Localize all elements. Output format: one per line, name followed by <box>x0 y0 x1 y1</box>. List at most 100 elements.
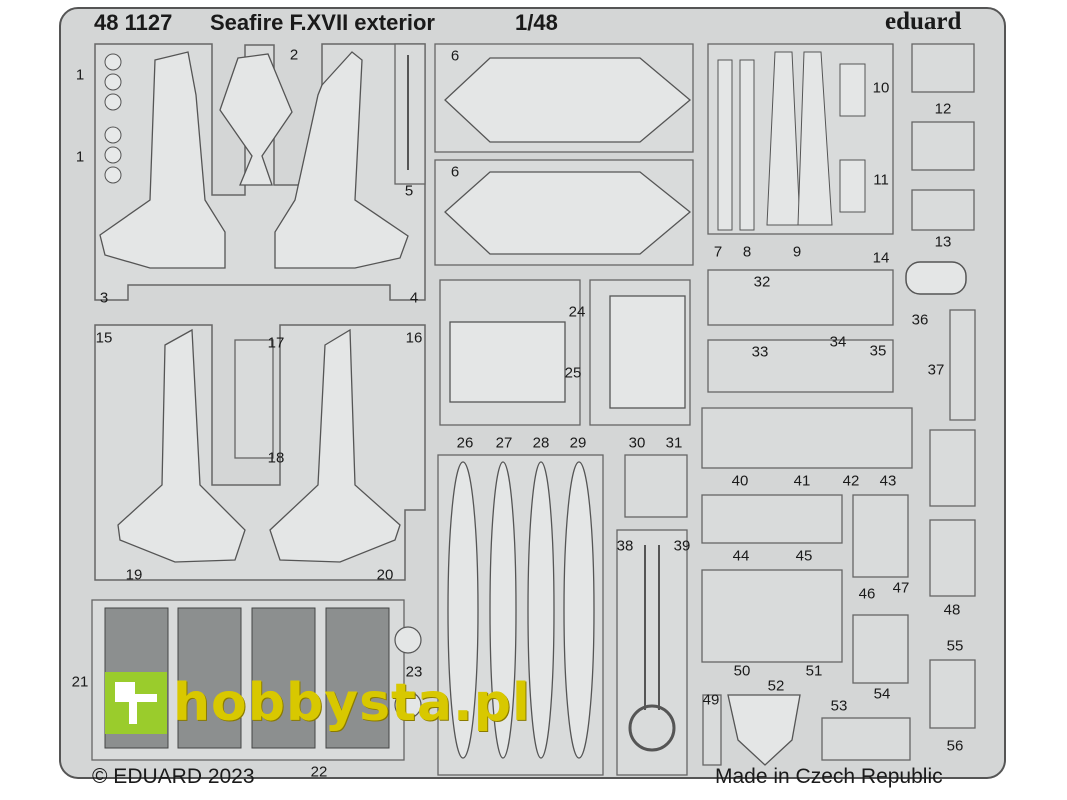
part-number: 13 <box>934 233 952 251</box>
part-number: 50 <box>733 662 751 680</box>
part-number: 31 <box>665 434 683 452</box>
part-number: 2 <box>289 46 299 64</box>
sheet-code: 48 1127 <box>94 10 173 35</box>
part-37 <box>949 309 976 421</box>
part-number: 19 <box>125 566 143 584</box>
part-38-ring <box>628 704 676 752</box>
sheet-scale: 1/48 <box>515 10 558 35</box>
part-number: 30 <box>628 434 646 452</box>
panel-parts-38-39 <box>616 529 688 776</box>
part-number: 6 <box>450 163 460 181</box>
sheet-title: Seafire F.XVII exterior <box>210 10 435 35</box>
part-25 <box>609 295 686 409</box>
part-number: 51 <box>805 662 823 680</box>
part-number: 27 <box>495 434 513 452</box>
panel-parts-46-47 <box>852 494 909 578</box>
part-number: 35 <box>869 342 887 360</box>
part-number: 43 <box>879 472 897 490</box>
part-number: 11 <box>873 171 889 189</box>
panel-parts-40-43 <box>701 407 913 469</box>
part-number: 8 <box>742 243 752 261</box>
part-49 <box>702 694 722 766</box>
panel-part-13 <box>911 189 975 231</box>
part-number: 9 <box>792 243 802 261</box>
panel-part-48a <box>929 429 976 507</box>
part-23-discs <box>394 626 422 719</box>
panel-parts-14-32 <box>707 269 894 326</box>
part-1-discs <box>104 53 122 184</box>
part-number: 40 <box>731 472 749 490</box>
part-number: 36 <box>911 311 929 329</box>
part-number: 4 <box>409 289 419 307</box>
parts-7-8 <box>717 59 755 231</box>
part-number: 14 <box>872 249 890 267</box>
panel-part-55 <box>929 659 976 729</box>
part-number: 47 <box>892 579 910 597</box>
part-number: 41 <box>793 472 811 490</box>
panel-part-54 <box>852 614 909 684</box>
part-number: 3 <box>99 289 109 307</box>
part-3 <box>99 51 226 269</box>
part-6a <box>444 57 692 143</box>
part-number: 46 <box>858 585 876 603</box>
part-number: 37 <box>927 361 945 379</box>
part-number: 45 <box>795 547 813 565</box>
part-number: 54 <box>873 685 891 703</box>
part-number: 1 <box>75 148 85 166</box>
part-number: 1 <box>75 66 85 84</box>
part-36 <box>905 261 967 295</box>
copyright: © EDUARD 2023 <box>92 765 255 788</box>
part-number: 49 <box>702 691 720 709</box>
part-number: 25 <box>564 364 582 382</box>
part-number: 32 <box>753 273 771 291</box>
part-52 <box>727 694 801 766</box>
part-number: 53 <box>830 697 848 715</box>
parts-26-29 <box>447 461 595 759</box>
part-number: 38 <box>616 537 634 555</box>
hobbysta-logo-icon <box>105 672 167 734</box>
part-19 <box>117 328 246 563</box>
part-number: 21 <box>71 673 89 691</box>
brand-logo: eduard <box>885 8 962 35</box>
panel-parts-44-45 <box>701 494 843 544</box>
part-20 <box>269 328 401 563</box>
part-number: 26 <box>456 434 474 452</box>
part-9 <box>766 51 833 226</box>
part-number: 7 <box>713 243 723 261</box>
part-number: 18 <box>267 449 285 467</box>
part-number: 28 <box>532 434 550 452</box>
watermark: hobbysta.pl <box>105 672 531 734</box>
part-number: 44 <box>732 547 750 565</box>
part-number: 48 <box>943 601 961 619</box>
part-number: 6 <box>450 47 460 65</box>
panel-parts-50-51 <box>701 569 843 663</box>
part-21-grilles <box>104 607 390 749</box>
part-number: 33 <box>751 343 769 361</box>
panel-part-53 <box>821 717 911 761</box>
part-number: 15 <box>95 329 113 347</box>
parts-10-11 <box>839 63 866 213</box>
part-number: 55 <box>946 637 964 655</box>
part-number: 22 <box>310 763 328 781</box>
panel-parts-17-18 <box>234 339 274 459</box>
part-number: 17 <box>267 334 285 352</box>
part-number: 10 <box>872 79 890 97</box>
part-4 <box>274 51 409 269</box>
part-2 <box>219 53 293 186</box>
part-number: 56 <box>946 737 964 755</box>
panel-part-12a <box>911 43 975 93</box>
part-number: 23 <box>405 663 423 681</box>
part-5-panel <box>394 43 426 185</box>
panel-part-48b <box>929 519 976 597</box>
panel-part-12b <box>911 121 975 171</box>
part-number: 24 <box>568 303 586 321</box>
part-number: 52 <box>767 677 785 695</box>
panel-parts-33-35 <box>707 339 894 393</box>
origin: Made in Czech Republic <box>715 765 943 788</box>
part-6b <box>444 171 692 255</box>
part-number: 39 <box>673 537 691 555</box>
part-number: 42 <box>842 472 860 490</box>
part-number: 29 <box>569 434 587 452</box>
part-number: 20 <box>376 566 394 584</box>
